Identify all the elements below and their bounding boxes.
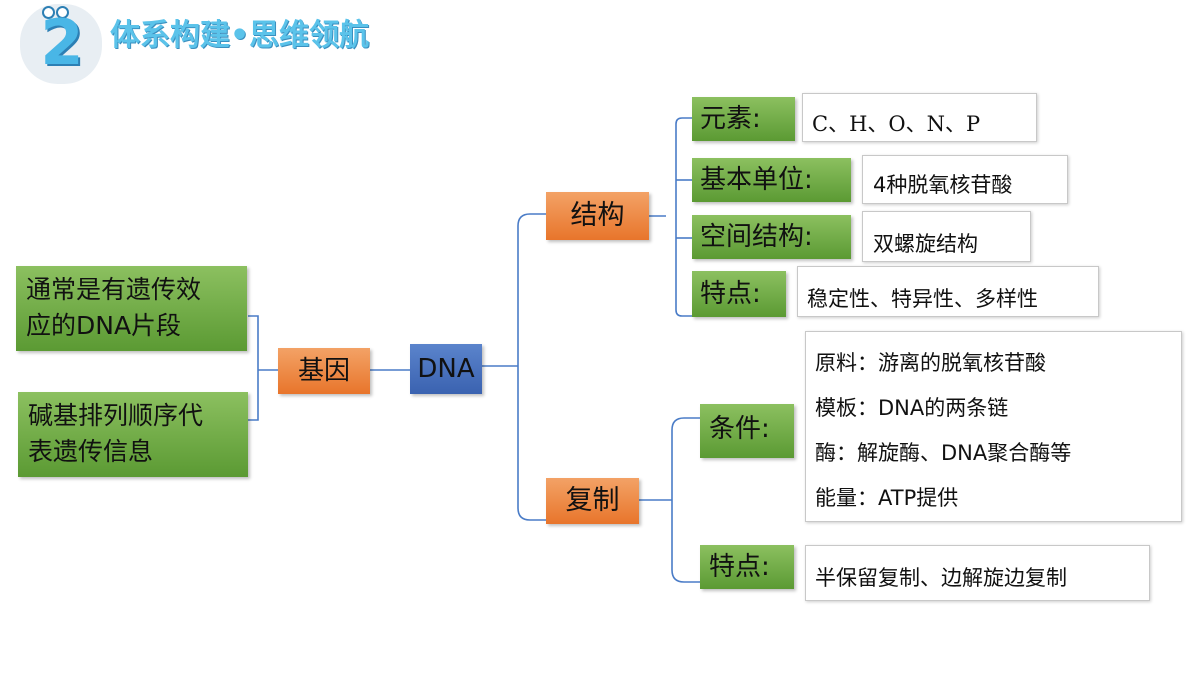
page-title: 体系构建•思维领航 [110, 18, 370, 53]
structure-node: 结构 [546, 192, 649, 240]
condition-item: 模板：DNA的两条链 [815, 396, 1009, 420]
badge-number: 2 [40, 6, 84, 79]
conditions-box: 原料：游离的脱氧核苷酸 模板：DNA的两条链 酶：解旋酶、DNA聚合酶等 能量：… [805, 331, 1182, 522]
value-text: 4种脱氧核苷酸 [873, 173, 1013, 197]
note-box-1: 通常是有遗传效 应的DNA片段 [16, 266, 247, 351]
value-box-unit: 4种脱氧核苷酸 [862, 155, 1068, 204]
replication-node: 复制 [546, 478, 639, 524]
value-text: 半保留复制、边解旋边复制 [815, 566, 1067, 590]
key-label: 特点: [700, 279, 761, 309]
condition-item: 原料：游离的脱氧核苷酸 [815, 351, 1046, 375]
value-text: 稳定性、特异性、多样性 [807, 287, 1038, 311]
badge-eye-icon [42, 6, 55, 19]
replication-key-feature: 特点: [700, 545, 794, 589]
value-text: C、H、O、N、P [812, 112, 981, 136]
note-text: 通常是有遗传效 应的DNA片段 [26, 275, 202, 340]
key-label: 基本单位: [700, 165, 813, 195]
structure-key-space: 空间结构: [692, 215, 851, 259]
key-label: 条件: [709, 414, 770, 444]
key-label: 元素: [700, 104, 761, 134]
structure-key-unit: 基本单位: [692, 158, 851, 202]
replication-feature-box: 半保留复制、边解旋边复制 [805, 545, 1150, 601]
value-box-elements: C、H、O、N、P [802, 93, 1037, 142]
value-box-space: 双螺旋结构 [862, 211, 1031, 262]
condition-item: 能量：ATP提供 [815, 486, 959, 510]
value-box-feature: 稳定性、特异性、多样性 [797, 266, 1099, 317]
condition-item: 酶：解旋酶、DNA聚合酶等 [815, 441, 1072, 465]
structure-key-elements: 元素: [692, 97, 795, 141]
note-text: 碱基排列顺序代 表遗传信息 [28, 401, 204, 466]
replication-key-conditions: 条件: [700, 404, 794, 458]
note-box-2: 碱基排列顺序代 表遗传信息 [18, 392, 248, 477]
key-label: 空间结构: [700, 222, 813, 252]
badge-eye-icon [56, 6, 69, 19]
gene-node: 基因 [278, 348, 370, 394]
value-text: 双螺旋结构 [873, 232, 978, 256]
structure-key-feature: 特点: [692, 271, 786, 317]
key-label: 特点: [709, 552, 770, 582]
dna-node: DNA [410, 344, 482, 394]
